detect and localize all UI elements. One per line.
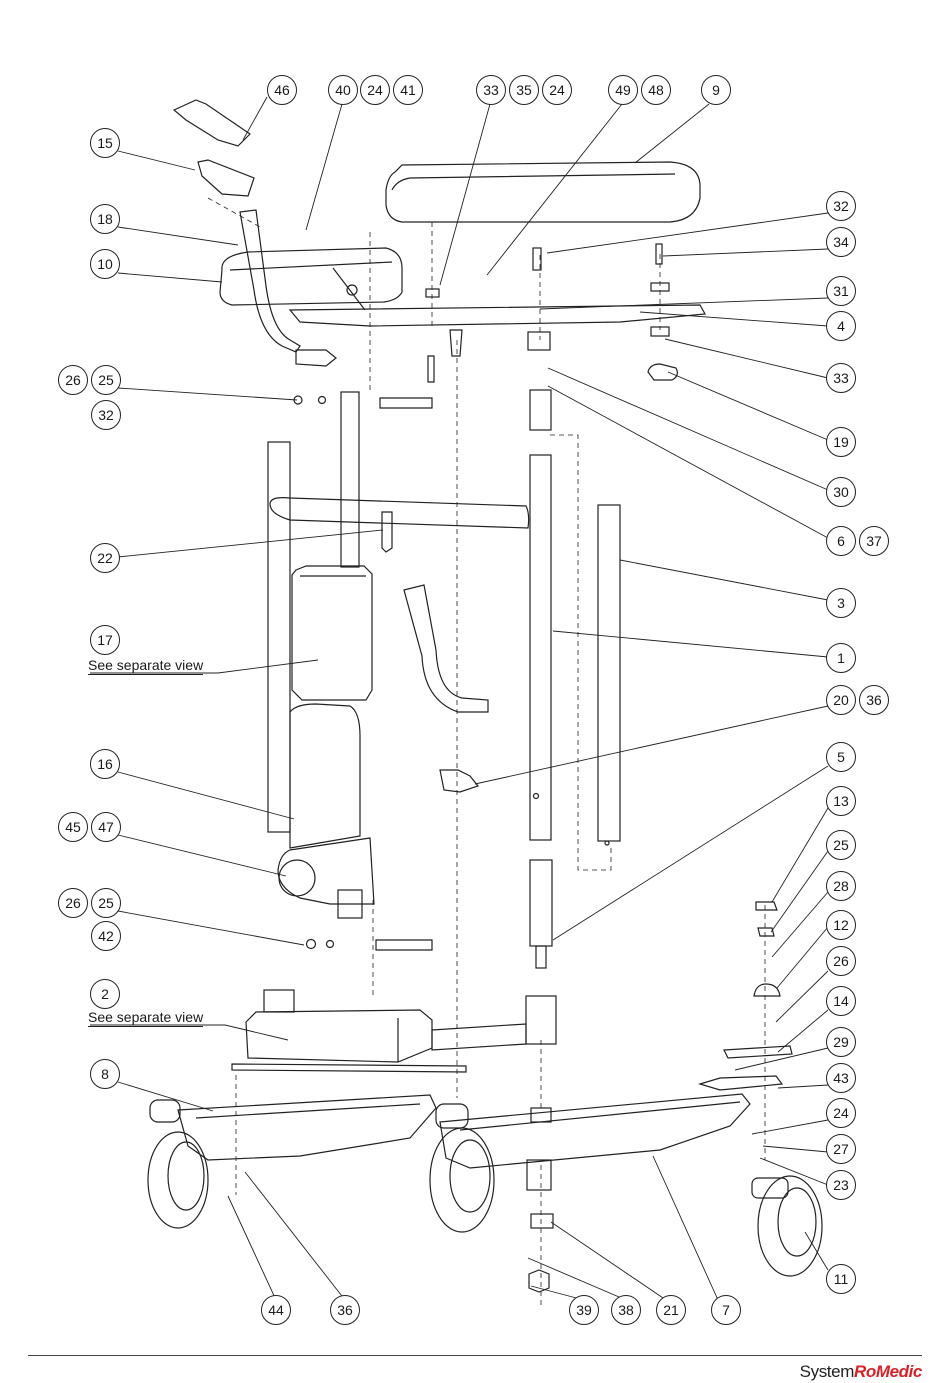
callout-15: 15	[90, 128, 120, 158]
callout-46: 46	[267, 75, 297, 105]
callout-38: 38	[611, 1295, 641, 1325]
callout-24: 24	[826, 1098, 856, 1128]
callout-30: 30	[826, 477, 856, 507]
callout-22: 22	[90, 543, 120, 573]
callout-12: 12	[826, 910, 856, 940]
callout-2: 2	[90, 979, 120, 1009]
callout-13: 13	[826, 786, 856, 816]
callout-25: 25	[826, 830, 856, 860]
callout-41: 41	[393, 75, 423, 105]
callout-23: 23	[826, 1170, 856, 1200]
callout-44: 44	[261, 1295, 291, 1325]
callout-37: 37	[859, 526, 889, 556]
callout-11: 11	[826, 1264, 856, 1294]
callout-39: 39	[569, 1295, 599, 1325]
leader-lines	[90, 97, 828, 1300]
note-part-17: See separate view	[88, 657, 203, 675]
callout-25: 25	[91, 365, 121, 395]
callout-47: 47	[91, 812, 121, 842]
seat-cushion	[386, 162, 700, 222]
cross-bar	[270, 498, 529, 552]
callout-32: 32	[826, 191, 856, 221]
actuator	[278, 704, 374, 918]
callout-36: 36	[859, 685, 889, 715]
callout-36: 36	[330, 1295, 360, 1325]
right-stack	[700, 902, 792, 1090]
callout-32: 32	[91, 400, 121, 430]
brand-part-system: System	[800, 1362, 854, 1381]
callout-43: 43	[826, 1063, 856, 1093]
mast	[528, 332, 552, 968]
right-leg	[440, 1094, 750, 1292]
callout-14: 14	[826, 986, 856, 1016]
callout-29: 29	[826, 1027, 856, 1057]
callout-26: 26	[58, 365, 88, 395]
callout-3: 3	[826, 588, 856, 618]
callout-42: 42	[91, 921, 121, 951]
callout-33: 33	[476, 75, 506, 105]
control-box	[292, 566, 372, 700]
callout-25: 25	[91, 888, 121, 918]
top-clamp	[174, 100, 254, 196]
side-tube	[598, 505, 620, 845]
callout-18: 18	[90, 204, 120, 234]
left-leg	[178, 1095, 436, 1160]
callout-48: 48	[641, 75, 671, 105]
callout-27: 27	[826, 1134, 856, 1164]
callout-35: 35	[509, 75, 539, 105]
callout-8: 8	[90, 1059, 120, 1089]
callout-24: 24	[542, 75, 572, 105]
callout-19: 19	[826, 427, 856, 457]
callout-4: 4	[826, 311, 856, 341]
callout-26: 26	[58, 888, 88, 918]
grip-handle	[404, 585, 488, 712]
note-part-2: See separate view	[88, 1009, 203, 1027]
callout-40: 40	[328, 75, 358, 105]
assembly-axis-lines	[208, 198, 765, 1308]
callout-1: 1	[826, 643, 856, 673]
callout-31: 31	[826, 276, 856, 306]
callout-5: 5	[826, 742, 856, 772]
callout-45: 45	[58, 812, 88, 842]
callout-24: 24	[360, 75, 390, 105]
brand-part-romedic: RoMedic	[854, 1362, 922, 1381]
callout-9: 9	[701, 75, 731, 105]
callout-10: 10	[90, 249, 120, 279]
caster-wheels	[148, 1100, 822, 1276]
callout-34: 34	[826, 227, 856, 257]
callout-16: 16	[90, 749, 120, 779]
handle	[240, 210, 300, 352]
callout-28: 28	[826, 871, 856, 901]
callout-21: 21	[656, 1295, 686, 1325]
top-plate	[290, 305, 705, 326]
callout-26: 26	[826, 946, 856, 976]
chassis-box	[232, 990, 556, 1072]
callout-20: 20	[826, 685, 856, 715]
left-post	[268, 392, 359, 832]
callout-7: 7	[711, 1295, 741, 1325]
arm-housing	[220, 248, 402, 310]
callout-49: 49	[608, 75, 638, 105]
callout-17: 17	[90, 625, 120, 655]
footer-rule	[28, 1355, 922, 1356]
brand-logo: SystemRoMedic	[800, 1362, 922, 1382]
callout-33: 33	[826, 363, 856, 393]
knob-20	[440, 770, 478, 792]
callout-6: 6	[826, 526, 856, 556]
